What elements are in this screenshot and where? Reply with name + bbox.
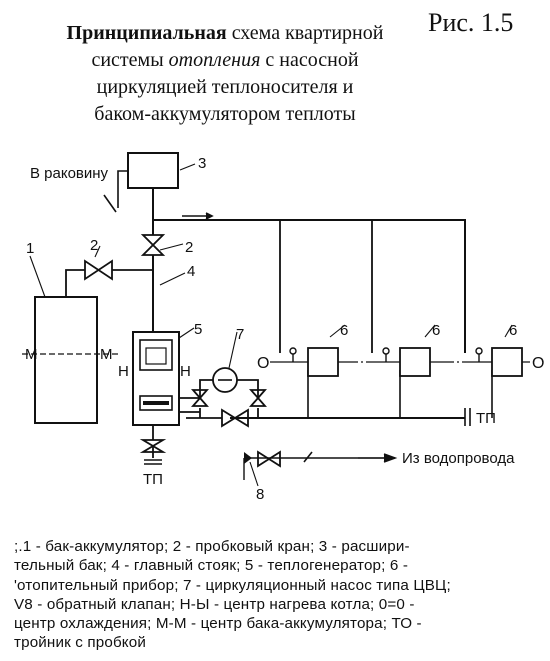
label-n-right: Н bbox=[180, 363, 191, 380]
plug-valve-2-left bbox=[84, 259, 113, 281]
figure-number: Рис. 1.5 bbox=[428, 8, 514, 37]
figure-title: Принципиальная схема квартирной системы … bbox=[30, 20, 420, 128]
label-4: 4 bbox=[187, 263, 195, 280]
label-6b: 6 bbox=[432, 322, 440, 339]
label-tp-bottom: ТП bbox=[143, 471, 163, 488]
accumulator-tank bbox=[34, 296, 98, 424]
supply-main bbox=[153, 219, 466, 353]
caption-line: центр охлаждения; М-М - центр бака-аккум… bbox=[14, 615, 422, 633]
return-branch bbox=[307, 370, 493, 418]
label-tp-right: ТП bbox=[476, 410, 496, 427]
label-6a: 6 bbox=[340, 322, 348, 339]
radiator-1 bbox=[307, 347, 339, 377]
sink-overflow-pipe bbox=[117, 170, 128, 208]
label-2a: 2 bbox=[90, 237, 98, 254]
label-7: 7 bbox=[236, 326, 244, 343]
label-to-sink: В раковину bbox=[30, 165, 109, 182]
radiator-2 bbox=[399, 347, 431, 377]
label-o-left: О bbox=[257, 355, 269, 372]
caption-line: тройник с пробкой bbox=[14, 634, 146, 652]
title-line-2-start: системы bbox=[91, 49, 169, 71]
title-line-1: схема квартирной bbox=[226, 22, 384, 44]
title-line-3: циркуляцией теплоносителя и bbox=[96, 76, 354, 98]
label-o-right: О bbox=[532, 355, 544, 372]
radiator-3 bbox=[491, 347, 523, 377]
expansion-tank bbox=[127, 152, 179, 189]
label-m-right: М bbox=[100, 346, 113, 363]
valve-pump-left bbox=[191, 389, 209, 407]
caption-line: 'отопительный прибор; 7 - циркуляционный… bbox=[14, 576, 451, 594]
heat-generator bbox=[132, 331, 180, 426]
title-line-4: баком-аккумулятором теплоты bbox=[94, 103, 356, 125]
title-bold: Принципиальная bbox=[66, 22, 227, 44]
label-m-left: М bbox=[25, 346, 38, 363]
caption-line: ;.1 - бак-аккумулятор; 2 - пробковый кра… bbox=[14, 538, 410, 555]
label-n-left: Н bbox=[118, 363, 129, 380]
valve-return bbox=[221, 408, 249, 428]
label-1: 1 bbox=[26, 240, 34, 257]
figure-caption: ;.1 - бак-аккумулятор; 2 - пробковый кра… bbox=[14, 537, 544, 653]
label-3: 3 bbox=[198, 155, 206, 172]
label-8: 8 bbox=[256, 486, 264, 503]
plug-valve-bottom bbox=[139, 439, 167, 453]
valve-supply bbox=[257, 450, 281, 468]
label-from-water-supply: Из водопровода bbox=[402, 450, 515, 467]
sink-arrow-line bbox=[103, 194, 117, 213]
check-valve-8 bbox=[244, 452, 252, 464]
heating-scheme-diagram: В раковину Из водопровода Н Н М М О О ТП… bbox=[22, 152, 544, 503]
label-2b: 2 bbox=[185, 239, 193, 256]
caption-line: V8 - обратный клапан; Н-Ы - центр нагрев… bbox=[14, 595, 415, 613]
title-line-2-italic: отопления bbox=[168, 49, 261, 71]
caption-line: тельный бак; 4 - главный стояк; 5 - тепл… bbox=[14, 557, 409, 575]
title-line-2-end: с насосной bbox=[260, 49, 359, 71]
label-5: 5 bbox=[194, 321, 202, 338]
label-6c: 6 bbox=[509, 322, 517, 339]
valve-pump-right bbox=[249, 389, 267, 407]
plug-valve-2-top bbox=[140, 234, 166, 256]
